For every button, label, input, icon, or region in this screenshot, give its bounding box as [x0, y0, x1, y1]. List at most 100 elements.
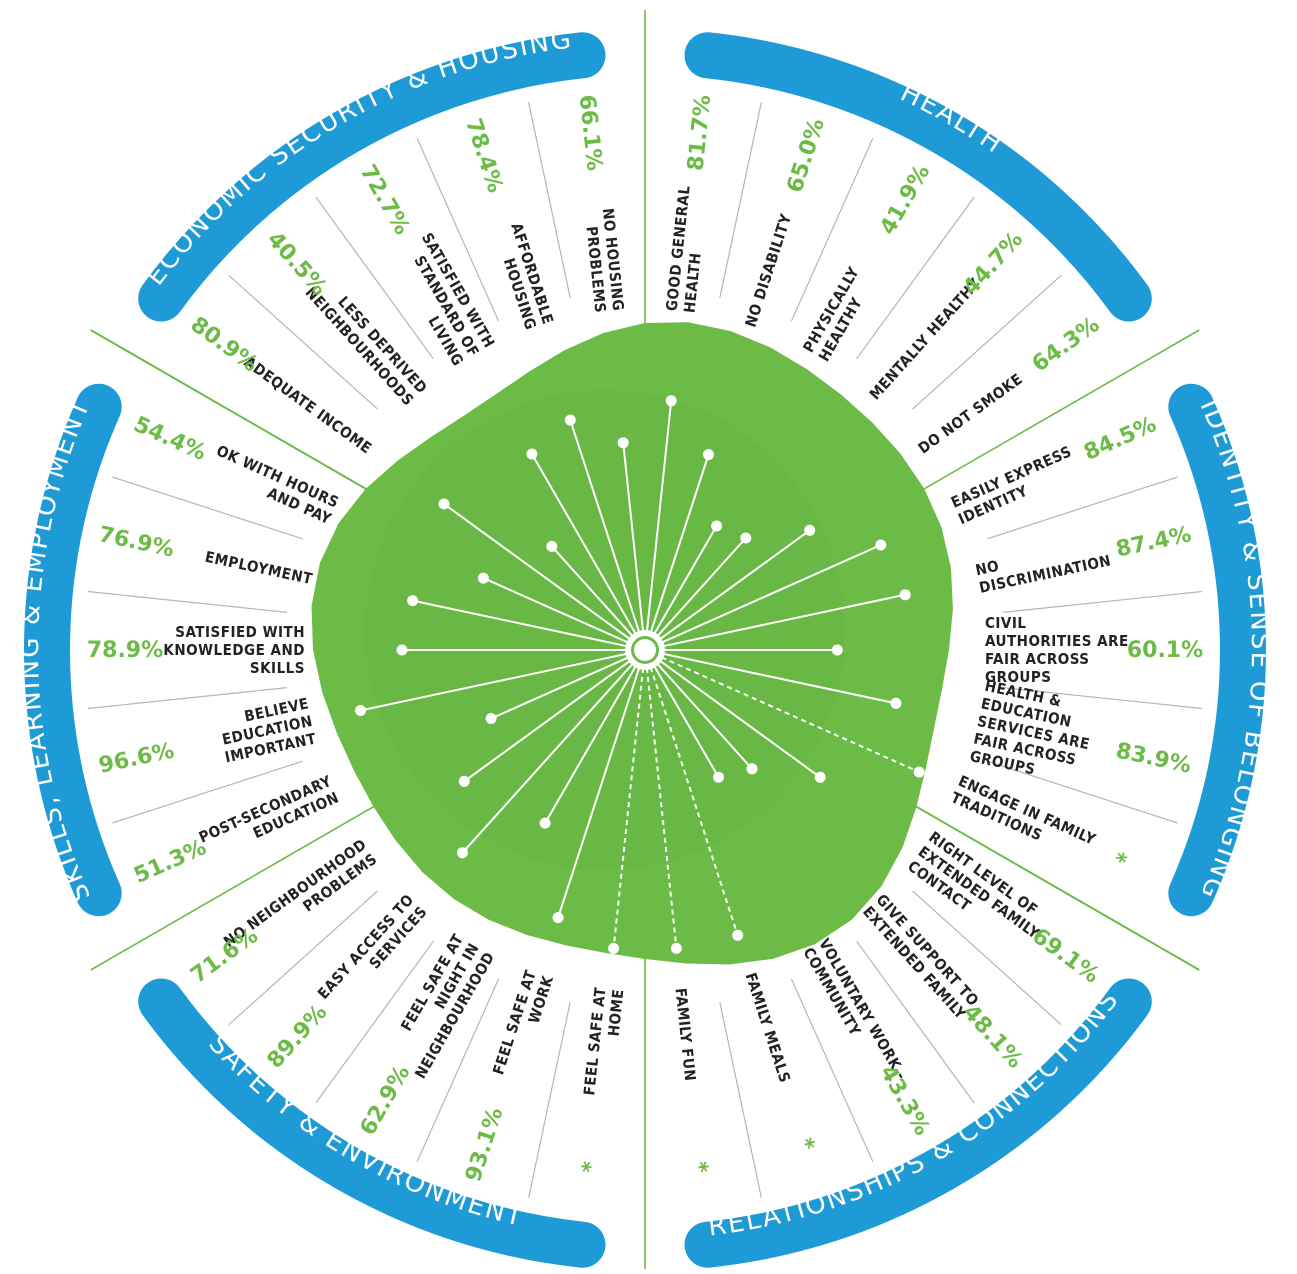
indicator-separator: [719, 102, 762, 299]
spoke-no-disability: [649, 454, 710, 634]
spoke-post-secondary-education: [490, 656, 630, 720]
indicator-value-engage-in-family-traditions: *: [1109, 848, 1130, 876]
spoke-dot-ok-with-hours-and-pay: [477, 572, 489, 584]
indicator-label-engage-in-family-traditions: ENGAGE IN FAMILYTRADITIONS: [948, 772, 1098, 865]
indicator-label-feel-safe-at-home: FEEL SAFE ATHOME: [580, 986, 627, 1098]
spoke-adequate-income: [443, 503, 631, 641]
indicator-value-no-discrimination: 87.4%: [1114, 522, 1194, 562]
indicator-separator: [315, 940, 434, 1104]
spoke-dot-do-not-smoke: [804, 524, 816, 536]
indicator-label-line: DO NOT SMOKE: [915, 370, 1026, 458]
indicator-label-line: GROUPS: [985, 668, 1052, 686]
indicator-label-line: KNOWLEDGE AND: [163, 641, 305, 659]
indicator-value-physically-healthy: 41.9%: [876, 161, 936, 240]
indicator-label-health-education-services-are-fair-across-groups: HEALTH &EDUCATIONSERVICES AREFAIR ACROSS…: [968, 677, 1099, 789]
indicator-value-feel-safe-at-work: 93.1%: [461, 1104, 508, 1184]
indicator-value-feel-safe-at-home: *: [578, 1160, 604, 1175]
indicator-value-believe-education-important: 96.6%: [97, 738, 177, 778]
spoke-dot-mentally-healthy: [740, 532, 752, 544]
spoke-believe-education-important: [360, 652, 628, 712]
blob-shade: [365, 390, 845, 870]
indicator-value-family-meals: *: [792, 1135, 819, 1154]
indicator-label-no-discrimination: NODISCRIMINATION: [974, 534, 1113, 597]
indicator-value-easily-express-identity: 84.5%: [1080, 412, 1160, 466]
indicator-value-satisfied-with-standard-of-living: 72.7%: [355, 161, 415, 240]
indicator-label-line: EXTENDED FAMILY: [859, 903, 970, 1023]
spoke-dot-feel-safe-at-night-in-neighbourhood: [539, 817, 551, 829]
indicator-label-line: DISCRIMINATION: [978, 551, 1113, 597]
indicator-value-employment: 76.9%: [96, 522, 176, 562]
domain-band-skills-learning-employment: [24, 383, 122, 917]
indicator-label-line: FAIR ACROSS: [985, 650, 1090, 668]
indicator-label-physically-healthy: PHYSICALLYHEALTHY: [799, 264, 878, 365]
spoke-dot-family-meals: [732, 929, 744, 941]
spoke-dot-right-level-of-extended-family-contact: [814, 771, 826, 783]
indicator-value-feel-safe-at-night-in-neighbourhood: 62.9%: [356, 1061, 416, 1140]
indicator-value-give-support-to-extended-family: 48.1%: [958, 1000, 1028, 1073]
indicator-value-less-deprived-neighbourhoods: 40.5%: [262, 227, 332, 300]
indicator-label-employment: EMPLOYMENT: [203, 548, 314, 588]
spoke-dot-employment: [407, 595, 419, 607]
spoke-dot-health-education-services-are-fair-across-groups: [890, 697, 902, 709]
spoke-feel-safe-at-night-in-neighbourhood: [544, 665, 637, 824]
spoke-dot-voluntary-work-community: [713, 771, 724, 783]
indicator-value-no-disability: 65.0%: [782, 115, 829, 195]
indicator-value-easy-access-to-services: 89.9%: [263, 1000, 333, 1073]
indicator-label-family-fun: FAMILY FUN: [672, 987, 700, 1082]
spoke-voluntary-work-community: [653, 665, 720, 778]
spoke-dot-post-secondary-education: [485, 713, 497, 724]
spoke-do-not-smoke: [659, 529, 811, 641]
indicator-separators: [88, 102, 1202, 1198]
indicator-value-adequate-income: 80.9%: [186, 312, 262, 377]
spoke-less-deprived-neighbourhoods: [551, 545, 634, 638]
indicator-value-satisfied-with-knowledge-and-skills: 78.9%: [87, 638, 163, 663]
indicator-label-line: NO: [974, 557, 1001, 580]
spoke-easily-express-identity: [660, 544, 882, 644]
spoke-feel-safe-at-home: [612, 667, 645, 949]
spoke-dot-satisfied-with-knowledge-and-skills: [396, 644, 408, 656]
spoke-ok-with-hours-and-pay: [482, 577, 630, 644]
spoke-employment: [412, 599, 628, 648]
indicator-label-affordable-housing: AFFORDABLEHOUSING: [490, 221, 557, 332]
indicator-separator: [912, 274, 1062, 410]
indicator-label-family-meals: FAMILY MEALS: [742, 971, 795, 1086]
indicator-label-line: NO DISABILITY: [742, 211, 796, 329]
indicator-value-do-not-smoke: 64.3%: [1028, 312, 1104, 377]
indicator-label-post-secondary-education: POST-SECONDARYEDUCATION: [196, 772, 342, 863]
spoke-no-neighbourhood-problems: [463, 659, 631, 783]
spoke-dot-no-disability: [703, 449, 714, 461]
indicator-value-affordable-housing: 78.4%: [460, 115, 507, 195]
spoke-no-discrimination: [662, 593, 906, 648]
spoke-mentally-healthy: [656, 537, 747, 638]
indicator-label-mentally-healthy: MENTALLY HEALTHY: [866, 275, 985, 404]
indicator-separator: [112, 476, 303, 540]
spoke-dot-civil-authorities-are-fair-across-groups: [831, 644, 843, 656]
spoke-dot-good-general-health: [665, 395, 677, 407]
indicator-label-no-housing-problems: NO HOUSINGPROBLEMS: [581, 207, 628, 313]
indicator-label-feel-safe-at-work: FEEL SAFE ATWORK: [489, 968, 557, 1083]
indicator-label-satisfied-with-standard-of-living: SATISFIED WITHSTANDARD OFLIVING: [387, 230, 499, 369]
indicator-separator: [88, 687, 288, 710]
indicator-label-line: AUTHORITIES ARE: [985, 632, 1129, 650]
indicator-value-health-education-services-are-fair-across-groups: 83.9%: [1114, 738, 1194, 778]
domain-band-safety-environment: [138, 978, 606, 1268]
indicator-separator: [1002, 590, 1202, 613]
spoke-physically-healthy: [653, 525, 718, 635]
indicator-separator: [912, 890, 1062, 1026]
spoke-engage-in-family-traditions: [660, 656, 920, 773]
indicator-label-line: HOME: [605, 988, 628, 1037]
indicator-separator: [1002, 687, 1202, 710]
spoke-affordable-housing: [569, 419, 641, 634]
indicator-value-civil-authorities-are-fair-across-groups: 60.1%: [1127, 638, 1203, 663]
indicator-separator: [856, 940, 975, 1104]
indicator-label-line: ADEQUATE INCOME: [241, 353, 375, 458]
domain-band-health: [684, 32, 1152, 322]
indicator-label-line: FAMILY FUN: [672, 987, 700, 1082]
indicator-separator: [528, 1001, 571, 1198]
spoke-health-education-services-are-fair-across-groups: [662, 652, 897, 705]
spoke-right-level-of-extended-family-contact: [659, 659, 821, 779]
